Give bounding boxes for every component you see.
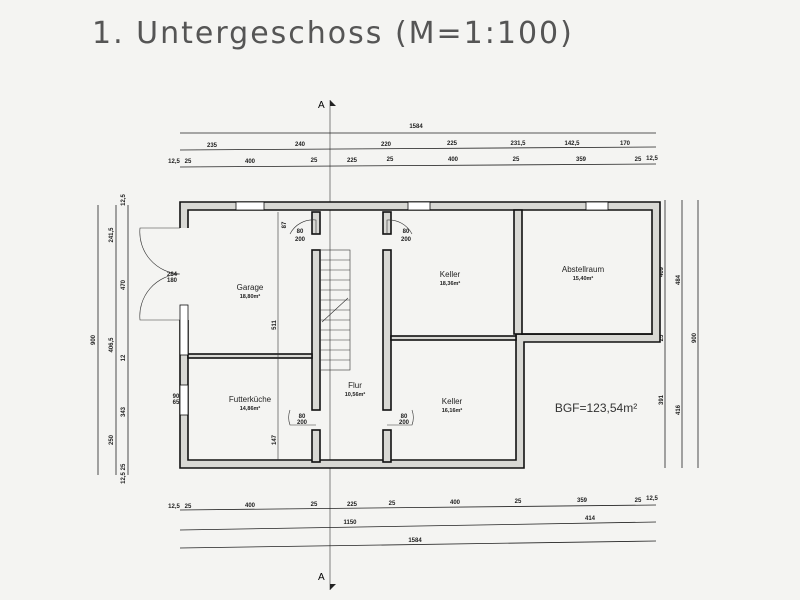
svg-text:264: 264	[167, 272, 178, 278]
svg-text:359: 359	[576, 157, 587, 163]
room-keller-2: Keller 16,16m²	[442, 397, 463, 414]
svg-text:12: 12	[121, 354, 127, 361]
staircase	[319, 249, 351, 371]
section-marker-top: A	[318, 100, 325, 111]
room-abstellraum: Abstellraum 15,40m²	[562, 265, 605, 282]
plan-title: 1. Untergeschoss (M=1:100)	[92, 16, 574, 51]
svg-text:343: 343	[121, 406, 127, 417]
svg-text:359: 359	[577, 498, 588, 504]
svg-text:25: 25	[311, 158, 318, 164]
svg-text:10,56m²: 10,56m²	[345, 391, 366, 398]
svg-text:80: 80	[403, 229, 410, 235]
svg-text:25: 25	[185, 159, 192, 165]
svg-text:400: 400	[448, 157, 459, 163]
svg-text:400: 400	[450, 500, 461, 506]
svg-text:231,5: 231,5	[510, 141, 526, 147]
svg-text:Futterküche: Futterküche	[229, 395, 272, 404]
svg-text:12,5: 12,5	[646, 156, 658, 162]
svg-text:414: 414	[585, 516, 596, 522]
svg-text:170: 170	[620, 141, 631, 147]
svg-text:200: 200	[401, 237, 412, 243]
svg-text:25: 25	[121, 463, 127, 470]
svg-text:484: 484	[676, 274, 682, 285]
svg-text:12,5: 12,5	[168, 159, 180, 165]
svg-text:235: 235	[207, 143, 218, 149]
svg-text:90: 90	[173, 394, 180, 400]
svg-text:900: 900	[91, 334, 97, 345]
svg-text:25: 25	[311, 502, 318, 508]
svg-text:25: 25	[515, 499, 522, 505]
svg-text:80: 80	[401, 414, 408, 420]
svg-text:16,16m²: 16,16m²	[442, 407, 463, 414]
svg-text:416: 416	[676, 404, 682, 415]
svg-text:225: 225	[447, 141, 458, 147]
room-keller-1: Keller 18,36m²	[440, 270, 461, 287]
svg-text:25: 25	[659, 334, 665, 341]
svg-text:400: 400	[245, 159, 256, 165]
walls	[179, 201, 661, 469]
dimensions-top: 1584 235 240 220 225 231,5 142,5 170 12,…	[168, 124, 658, 168]
svg-text:12,5: 12,5	[121, 194, 127, 206]
svg-text:Keller: Keller	[440, 270, 461, 279]
svg-text:12,5: 12,5	[121, 472, 127, 484]
svg-text:Flur: Flur	[348, 381, 362, 390]
room-futterkueche: Futterküche 14,86m²	[229, 395, 272, 412]
svg-text:Garage: Garage	[237, 283, 264, 292]
svg-text:15,40m²: 15,40m²	[573, 275, 594, 282]
windows	[179, 201, 609, 416]
svg-text:1584: 1584	[409, 124, 423, 130]
svg-text:25: 25	[513, 157, 520, 163]
svg-text:225: 225	[347, 158, 358, 164]
dimensions-left: 900 241,5 406,5 250 12,5 470 12 343 25 1…	[91, 194, 129, 484]
svg-text:400: 400	[245, 503, 256, 509]
room-flur: Flur 10,56m²	[345, 381, 366, 398]
svg-text:25: 25	[389, 501, 396, 507]
svg-text:14,86m²: 14,86m²	[240, 405, 261, 412]
svg-text:200: 200	[295, 237, 306, 243]
svg-text:180: 180	[167, 278, 178, 284]
svg-text:900: 900	[692, 332, 698, 343]
svg-text:25: 25	[635, 498, 642, 504]
svg-text:87: 87	[282, 221, 288, 228]
svg-text:12,5: 12,5	[168, 504, 180, 510]
svg-text:18,36m²: 18,36m²	[440, 280, 461, 287]
svg-text:Keller: Keller	[442, 397, 463, 406]
svg-text:240: 240	[295, 142, 306, 148]
svg-text:241,5: 241,5	[109, 227, 115, 243]
svg-text:220: 220	[381, 142, 392, 148]
svg-text:80: 80	[297, 229, 304, 235]
svg-text:147: 147	[272, 434, 278, 445]
svg-text:470: 470	[121, 279, 127, 290]
svg-text:25: 25	[635, 157, 642, 163]
section-marker-bottom: A	[318, 572, 325, 583]
svg-text:225: 225	[347, 502, 358, 508]
svg-text:200: 200	[399, 420, 410, 426]
svg-text:18,80m²: 18,80m²	[240, 293, 261, 300]
svg-text:142,5: 142,5	[564, 141, 580, 147]
svg-text:Abstellraum: Abstellraum	[562, 265, 605, 274]
svg-text:1150: 1150	[343, 520, 357, 526]
garage-door: 264 180 90 65	[139, 227, 190, 406]
svg-text:250: 250	[109, 434, 115, 445]
svg-text:25: 25	[185, 504, 192, 510]
room-garage: Garage 18,80m²	[237, 283, 264, 300]
dimensions-inner: 511 147 87	[272, 212, 288, 460]
svg-text:391: 391	[659, 394, 665, 405]
bgf-label: BGF=123,54m²	[555, 401, 637, 415]
dimensions-right: 409 25 391 484 416 900	[659, 200, 699, 468]
svg-text:409: 409	[659, 266, 665, 277]
dimensions-bottom: 12,5 25 400 25 225 25 400 25 359 25 12,5…	[168, 496, 658, 549]
svg-text:80: 80	[299, 414, 306, 420]
svg-text:511: 511	[272, 320, 278, 330]
svg-text:1584: 1584	[408, 538, 422, 544]
svg-text:406,5: 406,5	[109, 337, 115, 353]
svg-text:12,5: 12,5	[646, 496, 658, 502]
svg-text:200: 200	[297, 420, 308, 426]
svg-text:25: 25	[387, 157, 394, 163]
svg-text:65: 65	[173, 400, 180, 406]
